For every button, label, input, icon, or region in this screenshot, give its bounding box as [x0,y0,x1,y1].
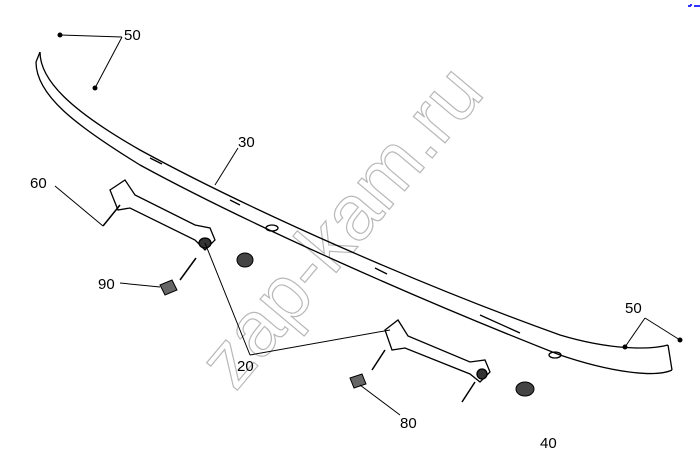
watermark: zap-kam.ru [181,48,499,403]
clip-part-90 [159,279,178,296]
screws [102,204,476,403]
roof-bar-part-30 [35,51,673,375]
callout-50-top: 50 [124,27,141,44]
leader-lines [54,34,681,416]
clip-part-80 [349,373,367,389]
cap-part-40-b [515,381,535,397]
callout-40: 40 [540,435,557,452]
corner-mark [688,4,700,7]
grab-handle-upper [109,179,216,251]
callout-20: 20 [237,358,254,375]
callout-60: 60 [30,175,47,192]
grab-handle-lower [384,319,491,383]
cap-part-40 [236,252,254,268]
callout-30: 30 [238,134,255,151]
callout-90: 90 [98,276,115,293]
callout-80: 80 [400,415,417,432]
callout-50-right: 50 [625,300,642,317]
